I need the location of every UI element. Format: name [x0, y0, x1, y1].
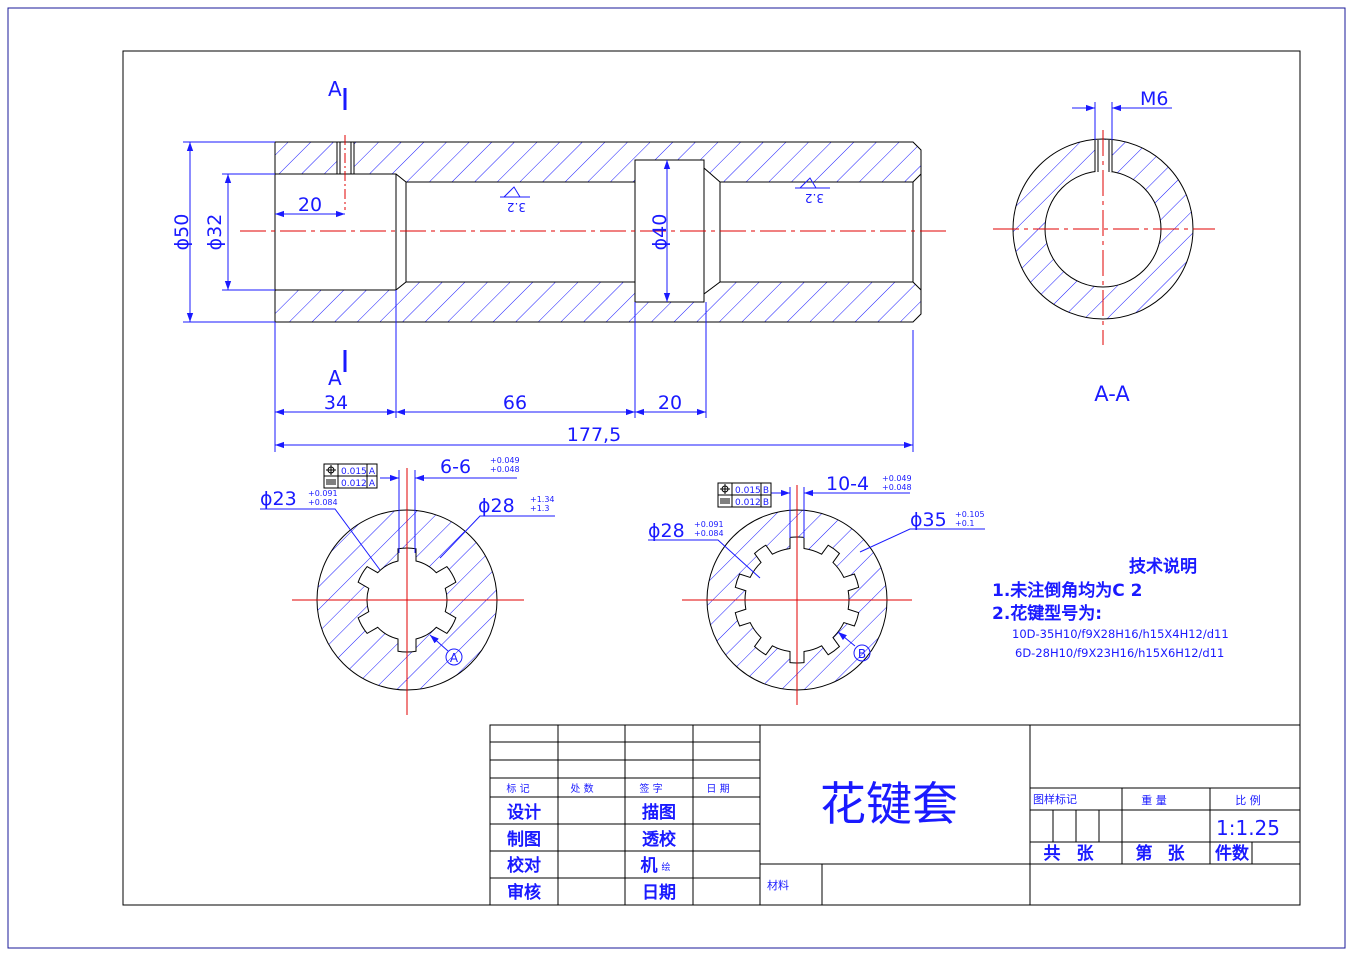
tb-jiaodui: 校对: [507, 855, 541, 876]
technical-notes: 技术说明 1.未注倒角均为C 2 2.花键型号为: 10D-35H10/f9X2…: [992, 556, 1229, 660]
section-letter-top: A: [328, 77, 342, 101]
roughness-symbol-2: 3.2: [795, 177, 830, 205]
section-a-a-view: M6 A-A: [993, 88, 1215, 406]
spline-left-datum-letter: A: [450, 651, 459, 665]
part-name: 花键套: [820, 777, 958, 831]
section-view-label: A-A: [1094, 382, 1130, 406]
tb-toujiao: 透校: [642, 829, 677, 850]
tb-sheji: 设计: [507, 802, 541, 823]
tb-gong: 共: [1044, 844, 1061, 864]
spline-right-fcf: 0.015 0.012 B B: [717, 482, 772, 508]
spline-right-d35: ϕ35: [910, 509, 947, 531]
tapped-hole: [336, 142, 355, 174]
thread-m6: M6: [1140, 88, 1168, 110]
roughness-symbol-1: 3.2: [500, 186, 530, 214]
dim-20-top: 20: [298, 194, 322, 216]
spline-right-d28-tol-up: +0.091: [694, 520, 724, 529]
title-block: 花键套 标 记 处 数 签 字 日 期 设计 制图 校对 审核 描图 透校 机 …: [489, 724, 1301, 906]
spline-spec-1: 10D-35H10/f9X28H16/h15X4H12/d11: [1012, 627, 1229, 641]
tb-zhang2: 张: [1168, 844, 1186, 864]
spline-right-datum-letter: B: [858, 647, 866, 661]
tech-note-1: 1.未注倒角均为C 2: [992, 580, 1143, 601]
tb-jihui: 机: [641, 855, 658, 876]
tb-jihui-sub: 绘: [661, 861, 670, 873]
spline-spec-2: 6D-28H10/f9X23H16/h15X6H12/d11: [1015, 646, 1224, 660]
tb-cailiao: 材料: [767, 878, 789, 892]
tb-tuyang: 图样标记: [1033, 792, 1077, 806]
dim-34: 34: [324, 392, 348, 414]
tb-miaotu: 描图: [642, 802, 676, 823]
spline-left-d23: ϕ23: [260, 488, 297, 510]
spline-right-width: 10-4: [826, 473, 869, 495]
ext-lines-d32: [222, 173, 275, 291]
spline-right-datum-circle: [853, 644, 871, 662]
spline-left-d28: ϕ28: [478, 495, 515, 517]
spline-left-d28-tol-up: +1.34: [530, 495, 555, 504]
tb-chushu: 处 数: [570, 782, 593, 795]
spline-left-d23-leader: [260, 508, 381, 571]
m6-hole: [1094, 140, 1113, 172]
tech-notes-title: 技术说明: [1129, 556, 1197, 577]
spline-right-width-tol-up: +0.049: [882, 474, 912, 483]
spline-left-d28-tol-low: +1.3: [530, 504, 549, 513]
spline-right-d28-tol-low: +0.084: [694, 529, 724, 538]
dim-d40: ϕ40: [649, 214, 671, 251]
dim-d50: ϕ50: [171, 214, 193, 251]
spline-right-d35-leader: [859, 528, 985, 553]
spline-right-fcf1-datum: B: [763, 486, 769, 496]
tb-riqi-small: 日 期: [706, 783, 729, 795]
spline-left-datum-circle: [445, 648, 463, 666]
spline-left-fcf2-datum: A: [369, 479, 376, 489]
tb-di: 第: [1136, 843, 1153, 864]
spline-left-fcf1-value: 0.015: [341, 467, 367, 477]
spline-left-fcf2-value: 0.012: [341, 479, 367, 489]
tb-zhongliang: 重 量: [1141, 793, 1167, 807]
spline-right-fcf1-value: 0.015: [735, 486, 761, 496]
spline-section-right: 10-4 +0.049 +0.048 ϕ28 +0.091 +0.084 ϕ35…: [648, 473, 985, 705]
tb-zhitu: 制图: [507, 829, 541, 850]
spline-left-fcf: 0.015 0.012 A A: [323, 463, 378, 489]
dim-66: 66: [503, 392, 527, 414]
tech-note-2: 2.花键型号为:: [992, 603, 1102, 624]
tb-zhang1: 张: [1077, 844, 1095, 864]
tb-scale: 1:1.25: [1216, 816, 1280, 840]
spline-right-d28-leader: [648, 539, 761, 579]
spline-right-datum-leader: [837, 631, 856, 647]
groove-fill-top: [635, 160, 704, 182]
tb-jianshu: 件数: [1215, 843, 1250, 864]
spline-right-width-tol-low: +0.048: [882, 483, 912, 492]
spline-left-d28-leader: [439, 515, 555, 559]
spline-left-d23-tol-low: +0.084: [308, 498, 338, 507]
ext-lines-length: [274, 290, 914, 452]
section-letter-bottom: A: [328, 366, 342, 390]
spline-left-datum-leader: [429, 634, 449, 652]
spline-right-d35-tol-up: +0.105: [955, 510, 985, 519]
spline-left-width: 6-6: [440, 456, 471, 478]
ext-lines-d50: [183, 141, 275, 323]
tb-biaoji: 标 记: [506, 783, 529, 795]
tb-riqi: 日期: [642, 883, 676, 903]
spline-right-fcf2-datum: B: [763, 498, 769, 508]
tb-shenhe: 审核: [507, 882, 541, 903]
spline-section-left: 6-6 +0.049 +0.048 ϕ23 +0.091 +0.084 ϕ28 …: [260, 456, 555, 715]
spline-left-fcf1-datum: A: [369, 467, 376, 477]
dim-177: 177,5: [567, 424, 621, 446]
spline-left-width-tol-up: +0.049: [490, 456, 520, 465]
spline-left-d23-tol-up: +0.091: [308, 489, 338, 498]
spline-right-d28: ϕ28: [648, 520, 685, 542]
svg-text:3.2: 3.2: [805, 191, 824, 205]
dim-d32: ϕ32: [204, 214, 226, 251]
spline-right-fcf2-value: 0.012: [735, 498, 761, 508]
spline-right-d35-tol-low: +0.1: [955, 519, 974, 528]
spline-left-width-tol-low: +0.048: [490, 465, 520, 474]
upper-wall-hatch: [275, 142, 921, 182]
lower-wall-hatch: [275, 282, 921, 322]
svg-text:3.2: 3.2: [507, 200, 526, 214]
tb-qianzi: 签 字: [639, 782, 662, 795]
dim-20: 20: [658, 392, 682, 414]
main-section-view: A A 3.2 3.2 ϕ50 ϕ32 ϕ40 20 34 66 20 177,…: [171, 77, 950, 452]
tb-bili: 比 例: [1235, 793, 1261, 807]
sheet-border: [7, 7, 1346, 949]
